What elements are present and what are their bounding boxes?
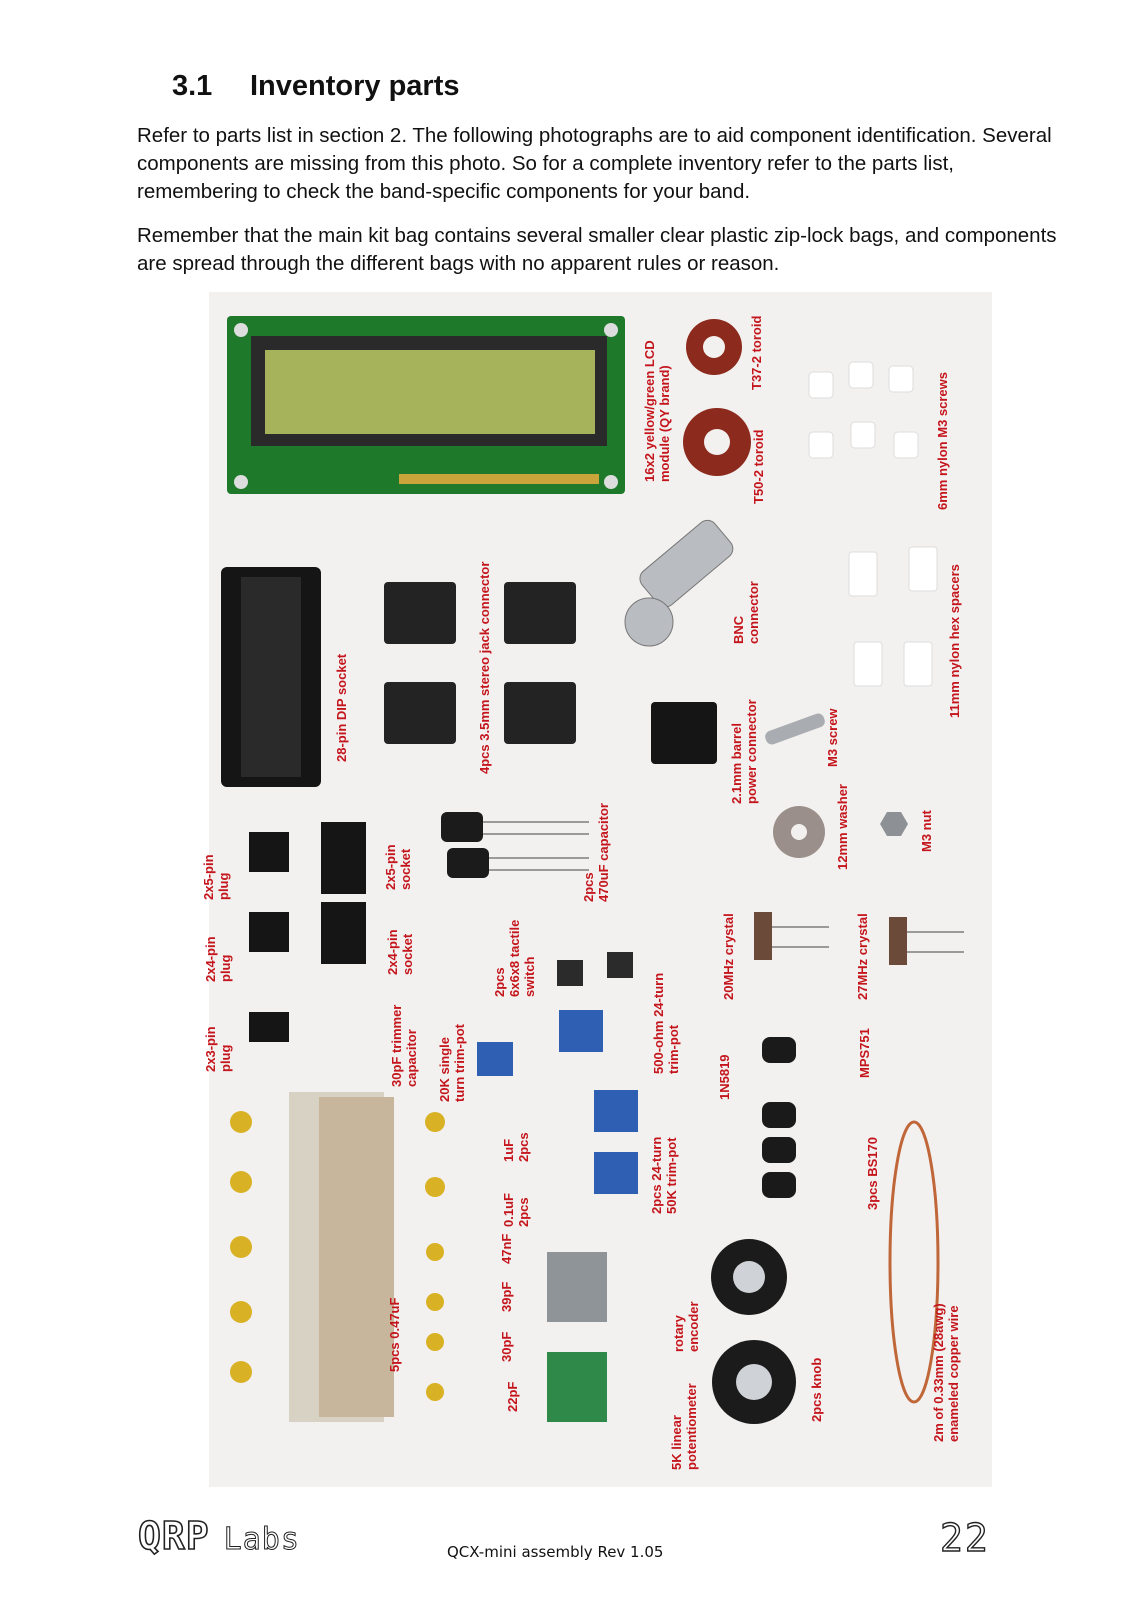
label-washer: 12mm washer: [835, 784, 850, 870]
label-pot-500-line1: 500-ohm 24-turn: [651, 972, 666, 1074]
label-30pf: 30pF: [499, 1331, 514, 1362]
label-t50: T50-2 toroid: [751, 429, 766, 504]
label-dip: 28-pin DIP socket: [334, 653, 349, 762]
label-copper-wire-line2: enameled copper wire: [946, 1305, 961, 1442]
label-pot-50k-line2: 50K trim-pot: [664, 1137, 679, 1214]
parts-illustration: [221, 316, 964, 1424]
label-t37: T37-2 toroid: [749, 315, 764, 390]
label-linear-pot-line1: 5K linear: [669, 1415, 684, 1470]
label-copper-wire-line1: 2m of 0.33mm (28awg): [931, 1303, 946, 1442]
label-nut: M3 nut: [919, 810, 934, 852]
label-0-1uf-line2: 2pcs: [516, 1197, 531, 1227]
label-1uf-line2: 2pcs: [516, 1132, 531, 1162]
label-barrel-line1: 2.1mm barrel: [729, 723, 744, 804]
label-socket-2x4-line1: 2x4-pin: [385, 929, 400, 975]
label-1uf-line1: 1uF: [501, 1138, 516, 1162]
label-xtal-20: 20MHz crystal: [721, 913, 736, 1000]
label-linear-pot-line2: potentiometer: [684, 1383, 699, 1470]
logo-sub: Labs: [223, 1522, 300, 1558]
label-0-47uf: 5pcs 0.47uF: [387, 1297, 402, 1372]
label-socket-2x5-line2: socket: [398, 848, 413, 890]
label-copper-wire: 2m of 0.33mm (28awg)enameled copper wire: [931, 1303, 961, 1442]
label-encoder-line1: rotary: [671, 1315, 686, 1352]
label-jack: 4pcs 3.5mm stereo jack connector: [477, 561, 492, 774]
label-tactile-line3: switch: [522, 956, 537, 997]
label-pot-50k-line1: 2pcs 24-turn: [649, 1136, 664, 1214]
label-spacers: 11mm nylon hex spacers: [947, 564, 962, 718]
label-pot-20k-line1: 20K single: [437, 1036, 452, 1102]
label-barrel-line2: power connector: [744, 699, 759, 804]
logo-main: QRP: [137, 1513, 210, 1559]
label-bnc-line1: BNC: [731, 615, 746, 644]
section-number: 3.1: [172, 70, 213, 102]
label-plug-2x3-line2: plug: [218, 1044, 233, 1072]
label-plug-2x5-line1: 2x5-pin: [201, 854, 216, 900]
label-plug-2x3-line1: 2x3-pin: [203, 1026, 218, 1072]
label-mps751: MPS751: [857, 1028, 872, 1078]
label-47nf: 47nF: [499, 1233, 514, 1264]
label-cap-470uf-line2: 470uF capacitor: [596, 803, 611, 902]
label-xtal-27: 27MHz crystal: [855, 913, 870, 1000]
footer-doc-title: QCX-mini assembly Rev 1.05: [447, 1543, 664, 1561]
label-socket-2x4-line2: socket: [400, 933, 415, 975]
label-tactile-line1: 2pcs: [492, 967, 507, 997]
section-title: Inventory parts: [250, 70, 460, 102]
label-pot-500-line2: trim-pot: [666, 1024, 681, 1074]
label-cap-470uf-line1: 2pcs: [581, 872, 596, 902]
label-encoder-line2: encoder: [686, 1301, 701, 1352]
label-bnc-line2: connector: [746, 581, 761, 644]
qrp-labs-logo: QRP Labs: [137, 1513, 300, 1559]
label-trimmer-cap-line2: capacitor: [404, 1029, 419, 1087]
label-diode: 1N5819: [717, 1054, 732, 1100]
label-plug-2x4-line2: plug: [218, 954, 233, 982]
intro-paragraph: Refer to parts list in section 2. The fo…: [137, 124, 1052, 203]
label-socket-2x5-line1: 2x5-pin: [383, 844, 398, 890]
label-tactile-line2: 6x6x8 tactile: [507, 919, 522, 997]
lcd-module: [227, 316, 625, 494]
label-0-1uf-line1: 0.1uF: [501, 1193, 516, 1227]
label-trimmer-cap-line1: 30pF trimmer: [389, 1004, 404, 1087]
label-lcd-line2: module (QY brand): [657, 365, 672, 482]
label-39pf: 39pF: [499, 1281, 514, 1312]
label-knob: 2pcs knob: [809, 1357, 824, 1422]
label-m3-screws: 6mm nylon M3 screws: [935, 372, 950, 510]
label-22pf: 22pF: [505, 1381, 520, 1412]
label-bs170: 3pcs BS170: [865, 1137, 880, 1210]
label-m3-screw: M3 screw: [825, 708, 840, 767]
kit-bag-paragraph: Remember that the main kit bag contains …: [137, 224, 1057, 275]
section-heading: 3.1 Inventory parts: [172, 70, 460, 103]
page-number: 22: [939, 1515, 990, 1560]
label-plug-2x4-line1: 2x4-pin: [203, 936, 218, 982]
label-lcd-line1: 16x2 yellow/green LCD: [642, 340, 657, 482]
label-pot-20k-line2: turn trim-pot: [452, 1024, 467, 1102]
label-plug-2x5-line2: plug: [216, 872, 231, 900]
